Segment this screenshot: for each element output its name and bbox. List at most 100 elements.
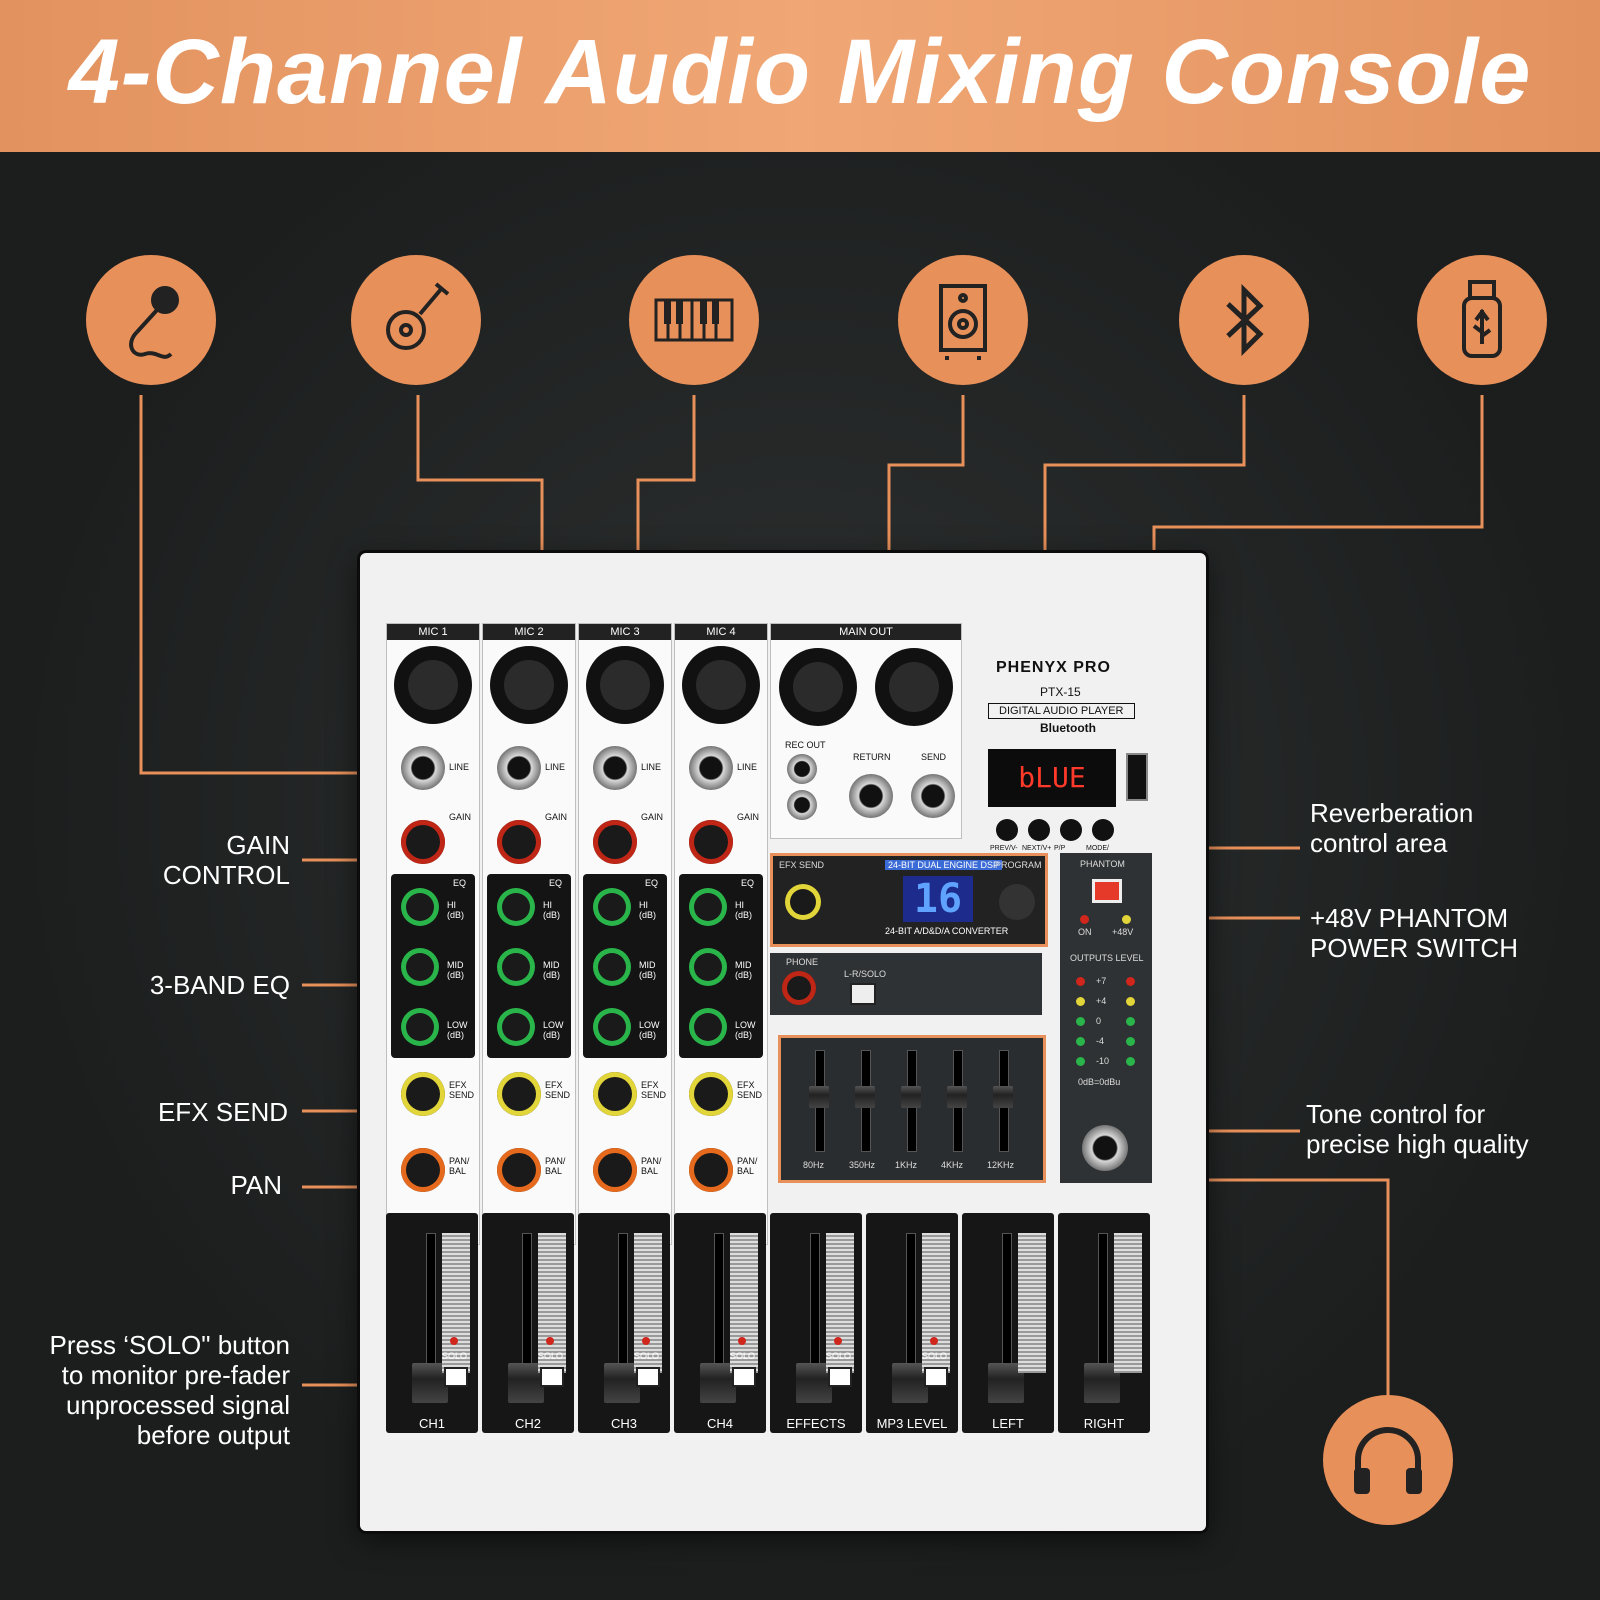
- eq-knob[interactable]: [689, 948, 727, 986]
- eq-knob[interactable]: [593, 888, 631, 926]
- gain-label: GAIN: [737, 812, 760, 822]
- mic-xlr-input[interactable]: [490, 646, 568, 724]
- eq-band-label: HI (dB): [735, 900, 753, 920]
- efx-send-knob[interactable]: [593, 1072, 637, 1116]
- eq-knob[interactable]: [593, 948, 631, 986]
- line-jack[interactable]: [401, 746, 445, 790]
- dsp-sub: 24-BIT A/D&D/A CONVERTER: [885, 926, 1009, 936]
- rec-out-label: REC OUT: [785, 740, 826, 750]
- line-jack[interactable]: [497, 746, 541, 790]
- mic-xlr-input[interactable]: [394, 646, 472, 724]
- geq-slider[interactable]: [993, 1086, 1013, 1108]
- program-knob[interactable]: [999, 884, 1035, 920]
- send-jack[interactable]: [911, 774, 955, 818]
- usb-port[interactable]: [1126, 753, 1148, 801]
- solo-button[interactable]: [732, 1367, 756, 1387]
- tone-callout: Tone control for precise high quality: [1306, 1099, 1529, 1159]
- solo-button[interactable]: [540, 1367, 564, 1387]
- gain-knob[interactable]: [689, 820, 733, 864]
- headphone-jack[interactable]: [1082, 1125, 1128, 1171]
- lr-solo-switch[interactable]: [850, 983, 876, 1005]
- pan-knob[interactable]: [401, 1148, 445, 1192]
- gain-label: GAIN: [449, 812, 472, 822]
- fader-label: CH2: [514, 1416, 541, 1431]
- eq-knob[interactable]: [401, 888, 439, 926]
- solo-led: [546, 1337, 554, 1345]
- pan-callout: PAN: [230, 1170, 282, 1200]
- gain-knob[interactable]: [497, 820, 541, 864]
- model-label: PTX-15: [1040, 685, 1081, 699]
- eq-band-label: MID (dB): [639, 960, 657, 980]
- rec-out-r-jack[interactable]: [787, 790, 817, 820]
- outputs-level-label: OUTPUTS LEVEL: [1070, 953, 1144, 963]
- eq-knob[interactable]: [401, 1008, 439, 1046]
- main-out-right-xlr[interactable]: [875, 648, 953, 726]
- eq-knob[interactable]: [689, 888, 727, 926]
- efx-send-knob[interactable]: [785, 884, 821, 920]
- eq-knob[interactable]: [497, 948, 535, 986]
- main-out-left-xlr[interactable]: [779, 648, 857, 726]
- meter-mark: +7: [1096, 976, 1107, 986]
- geq-slider[interactable]: [947, 1086, 967, 1108]
- solo-led: [738, 1337, 746, 1345]
- mode-button[interactable]: [1092, 819, 1114, 841]
- mic-xlr-input[interactable]: [586, 646, 664, 724]
- geq-freq-label: 12KHz: [987, 1160, 1015, 1170]
- eq-band-label: HI (dB): [543, 900, 561, 920]
- eq-knob[interactable]: [689, 1008, 727, 1046]
- prev-button[interactable]: [996, 819, 1018, 841]
- gain-knob[interactable]: [593, 820, 637, 864]
- eq-knob[interactable]: [497, 888, 535, 926]
- play-pause-button[interactable]: [1060, 819, 1082, 841]
- gain-label: GAIN: [545, 812, 568, 822]
- pan-label: PAN/ BAL: [545, 1156, 566, 1176]
- solo-callout: Press ‘SOLO" button to monitor pre-fader…: [49, 1330, 290, 1450]
- gain-knob[interactable]: [401, 820, 445, 864]
- line-jack[interactable]: [593, 746, 637, 790]
- solo-button[interactable]: [924, 1367, 948, 1387]
- send-label: SEND: [921, 752, 947, 762]
- pan-knob[interactable]: [497, 1148, 541, 1192]
- solo-led: [930, 1337, 938, 1345]
- efx-send-knob[interactable]: [689, 1072, 733, 1116]
- mic-label: MIC 2: [483, 624, 575, 640]
- phone-level-knob[interactable]: [782, 971, 816, 1005]
- solo-label: SOLO: [634, 1351, 660, 1361]
- geq-freq-label: 1KHz: [895, 1160, 918, 1170]
- reverb-dsp-panel: EFX SEND 24-BIT DUAL ENGINE DSP 16 24-BI…: [770, 853, 1048, 947]
- next-button[interactable]: [1028, 819, 1050, 841]
- geq-slider[interactable]: [809, 1086, 829, 1108]
- pan-knob[interactable]: [593, 1148, 637, 1192]
- fader-bay: RIGHT: [1058, 1213, 1150, 1433]
- line-jack[interactable]: [689, 746, 733, 790]
- meter-mark: -10: [1096, 1056, 1110, 1066]
- solo-button[interactable]: [444, 1367, 468, 1387]
- pan-knob[interactable]: [689, 1148, 733, 1192]
- efx-send-knob[interactable]: [401, 1072, 445, 1116]
- return-label: RETURN: [853, 752, 891, 762]
- phantom-on-label: ON: [1078, 927, 1092, 937]
- geq-slider[interactable]: [855, 1086, 875, 1108]
- title-banner: 4-Channel Audio Mixing Console: [0, 0, 1600, 152]
- main-out-header: MAIN OUT: [771, 624, 961, 640]
- eq-knob[interactable]: [593, 1008, 631, 1046]
- eq-knob[interactable]: [497, 1008, 535, 1046]
- eq-callout: 3-BAND EQ: [149, 970, 290, 1000]
- phone-label: PHONE: [786, 957, 819, 967]
- fader-label: CH4: [706, 1416, 733, 1431]
- solo-button[interactable]: [828, 1367, 852, 1387]
- phantom-switch[interactable]: [1092, 879, 1122, 903]
- mic-xlr-input[interactable]: [682, 646, 760, 724]
- eq-knob[interactable]: [401, 948, 439, 986]
- solo-button[interactable]: [636, 1367, 660, 1387]
- rec-out-l-jack[interactable]: [787, 754, 817, 784]
- geq-freq-label: 80Hz: [803, 1160, 825, 1170]
- geq-slider[interactable]: [901, 1086, 921, 1108]
- efx-send-knob[interactable]: [497, 1072, 541, 1116]
- return-jack[interactable]: [849, 774, 893, 818]
- scale-strip: [922, 1233, 950, 1373]
